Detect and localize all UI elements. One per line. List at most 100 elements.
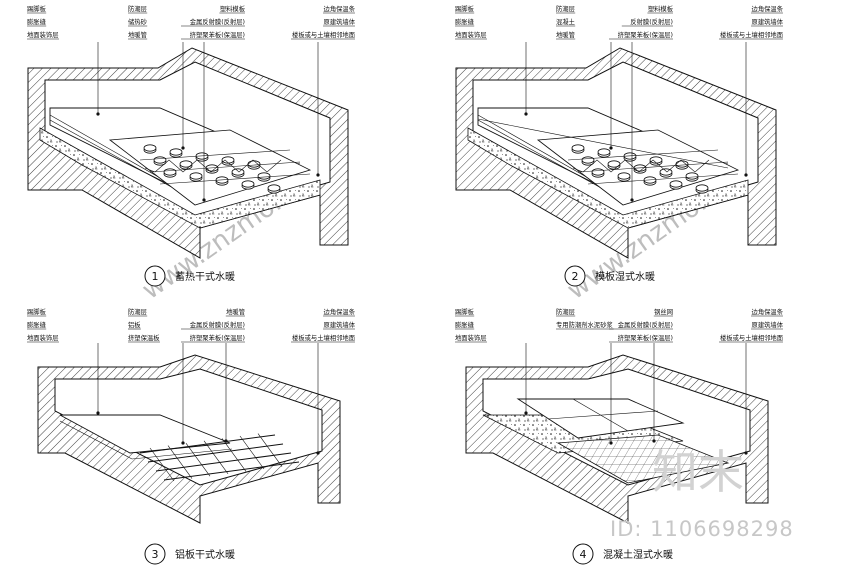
layer-label: 楼板或与土壤相邻地面	[720, 333, 783, 342]
layer-label: 地面装饰层	[27, 333, 58, 342]
layer-label: 边角保温条	[752, 307, 784, 316]
layer-label: 防潮层	[556, 307, 575, 316]
pipe-support	[221, 438, 247, 472]
layer-label: 边角保温条	[324, 307, 356, 316]
steel-wire-mesh	[556, 434, 730, 484]
leader-dot	[181, 441, 185, 445]
layer-label: 地暖管	[226, 307, 245, 316]
panel-number-circle	[572, 543, 594, 565]
pipe-boss	[221, 156, 235, 164]
leader-dot	[96, 112, 100, 116]
pipe-boss	[607, 160, 621, 168]
layer-label: 反射膜(反射层)	[630, 17, 673, 26]
pipe-boss	[163, 168, 177, 176]
layer-label: 金属反射膜(反射层)	[618, 320, 673, 329]
layer-label: 楼板或与土壤相邻地面	[292, 30, 355, 39]
panel-number-circle	[144, 265, 166, 287]
layer-label: 原建筑墙体	[752, 320, 784, 329]
layer-label: 防潮层	[556, 4, 575, 13]
panel-number: 2	[572, 270, 579, 283]
layer-label: 原建筑墙体	[324, 17, 356, 26]
leader-dot	[316, 173, 320, 177]
leader-dot	[609, 146, 613, 150]
layer-label: 边角保温条	[324, 4, 356, 13]
leader-dot	[96, 411, 100, 415]
pipe-support	[239, 435, 265, 470]
pipe-support	[203, 440, 229, 474]
layer-label: 地面装饰层	[455, 333, 486, 342]
pipe-boss	[597, 148, 611, 156]
panel-4: 踢脚板膨胀缝地面装饰层防潮层专用防潮剂水泥砂浆钢丝网金属反射膜(反射层)挤塑聚苯…	[455, 307, 784, 565]
heating-pipe	[159, 173, 311, 185]
heating-pipe	[163, 461, 300, 481]
watermark-brand: 知末	[652, 445, 744, 499]
leader-dot	[744, 451, 748, 455]
layer-label: 挤塑聚苯板(保温层)	[618, 333, 673, 342]
pipe-boss	[675, 160, 689, 168]
pipe-boss	[267, 184, 281, 192]
heating-pipe	[139, 149, 291, 161]
board-edge-line	[59, 420, 233, 460]
pipe-boss	[231, 168, 245, 176]
layer-label: 原建筑墙体	[752, 17, 784, 26]
concrete-top-line	[477, 118, 729, 169]
layer-label: 混凝土	[556, 17, 575, 26]
layer-label: 金属反射膜(反射层)	[190, 320, 245, 329]
panel-1: 踢脚板膨胀缝地面装饰层防潮层储热砂地暖管塑料模板金属反射膜(反射层)挤塑聚苯板(…	[27, 4, 356, 287]
pipe-boss	[153, 156, 167, 164]
heating-pipe	[147, 443, 284, 463]
layer-label: 膨胀缝	[455, 320, 475, 329]
panel-2: 踢脚板膨胀缝地面装饰层防潮层混凝土地暖管塑料模板反射膜(反射层)挤塑聚苯板(保温…	[455, 4, 784, 287]
layer-label: 铝板	[128, 320, 141, 329]
watermark-id: ID: 1106698298	[610, 517, 794, 541]
layer-label: 踢脚板	[455, 4, 475, 13]
pipe-boss	[659, 168, 673, 176]
panel-number: 1	[152, 270, 159, 283]
leader-dot	[181, 146, 185, 150]
layer-label: 地暖管	[128, 30, 147, 39]
pipe-clip-line	[572, 159, 710, 173]
heating-pipe	[587, 173, 739, 185]
pipe-boss	[241, 180, 255, 188]
pipe-boss	[685, 172, 699, 180]
pipe-boss	[247, 160, 261, 168]
panel-number-circle	[144, 543, 166, 565]
layer-label: 膨胀缝	[27, 320, 47, 329]
pipe-support	[167, 445, 193, 479]
layer-label: 地面装饰层	[27, 30, 58, 39]
panel-caption: 模板湿式水暖	[595, 270, 655, 283]
layer-label: 挤塑聚苯板(保温层)	[190, 30, 245, 39]
panel-number-circle	[564, 265, 586, 287]
leader-dot	[224, 439, 228, 443]
floor-tiles	[516, 398, 685, 439]
layer-label: 地面装饰层	[455, 30, 486, 39]
layer-label: 踢脚板	[27, 307, 47, 316]
pipe-boss	[169, 148, 183, 156]
leader-dot	[609, 441, 613, 445]
leader-dot	[524, 411, 528, 415]
tile-joint	[547, 410, 659, 420]
layer-label: 边角保温条	[752, 4, 784, 13]
layer-label: 地暖管	[556, 30, 575, 39]
layer-label: 原建筑墙体	[324, 320, 356, 329]
panel-caption: 混凝土湿式水暖	[603, 548, 673, 561]
pipe-boss	[189, 172, 203, 180]
pipe-boss	[571, 144, 585, 152]
leader-dot	[316, 451, 320, 455]
leader-dot	[202, 198, 206, 202]
layer-label: 防潮层	[128, 307, 147, 316]
leader-dot	[744, 173, 748, 177]
leader-dot	[652, 439, 656, 443]
concrete-slab	[39, 127, 321, 229]
layer-label: 挤塑聚苯板(保温层)	[190, 333, 245, 342]
layer-label: 挤塑保温板	[128, 333, 160, 342]
pipe-support	[149, 447, 175, 482]
layer-label: 塑料模板	[220, 4, 246, 13]
panel-caption: 铝板干式水暖	[175, 548, 235, 561]
pipe-boss	[143, 144, 157, 152]
pipe-boss	[179, 160, 193, 168]
layer-label: 专用防潮剂水泥砂浆	[556, 320, 613, 329]
layer-label: 踢脚板	[455, 307, 475, 316]
pipe-clip-line	[144, 159, 282, 173]
layer-label: 楼板或与土壤相邻地面	[292, 333, 355, 342]
